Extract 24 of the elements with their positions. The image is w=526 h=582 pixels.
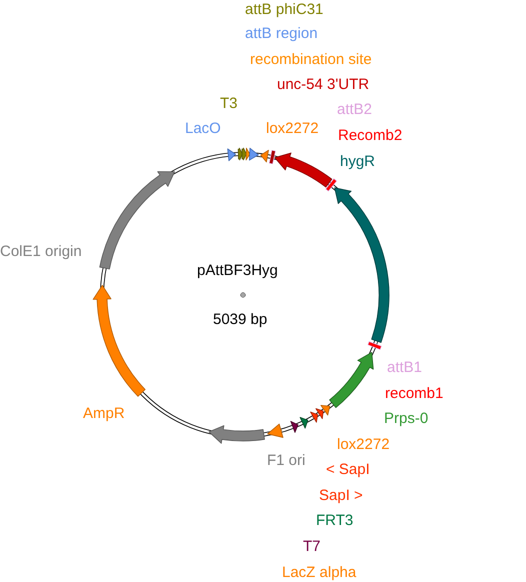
feature-label: lox2272 (337, 436, 390, 452)
feature-label: T7 (303, 538, 321, 554)
feature-label: Prps-0 (384, 410, 428, 426)
feature-label: FRT3 (316, 512, 354, 528)
feature-label: F1 ori (267, 452, 306, 468)
feature-label: attB2 (337, 100, 372, 118)
feature-label: recomb1 (385, 384, 444, 402)
feature-label: T3 (220, 94, 238, 112)
feature-label: recombination site (250, 50, 372, 68)
feature-label: attB1 (387, 358, 422, 376)
feature-label: unc-54 3'UTR (277, 76, 370, 92)
feature-label: lox2272 (266, 120, 319, 136)
feature-label: LacO (185, 120, 221, 136)
feature-label: AmpR (83, 404, 125, 422)
feature-label: hygR (340, 152, 376, 170)
feature-label: ColE1 origin (0, 242, 82, 260)
feature-label: attB region (245, 24, 318, 42)
feature-label: attB phiC31 (245, 0, 324, 18)
feature-label: Recomb2 (338, 126, 402, 144)
feature-label: SapI > (319, 486, 363, 504)
feature-label: < SapI (326, 460, 370, 478)
plasmid-length: 5039 bp (213, 310, 268, 328)
feature-label: LacZ alpha (282, 564, 356, 580)
plasmid-name: pAttBF3Hyg (197, 262, 278, 278)
